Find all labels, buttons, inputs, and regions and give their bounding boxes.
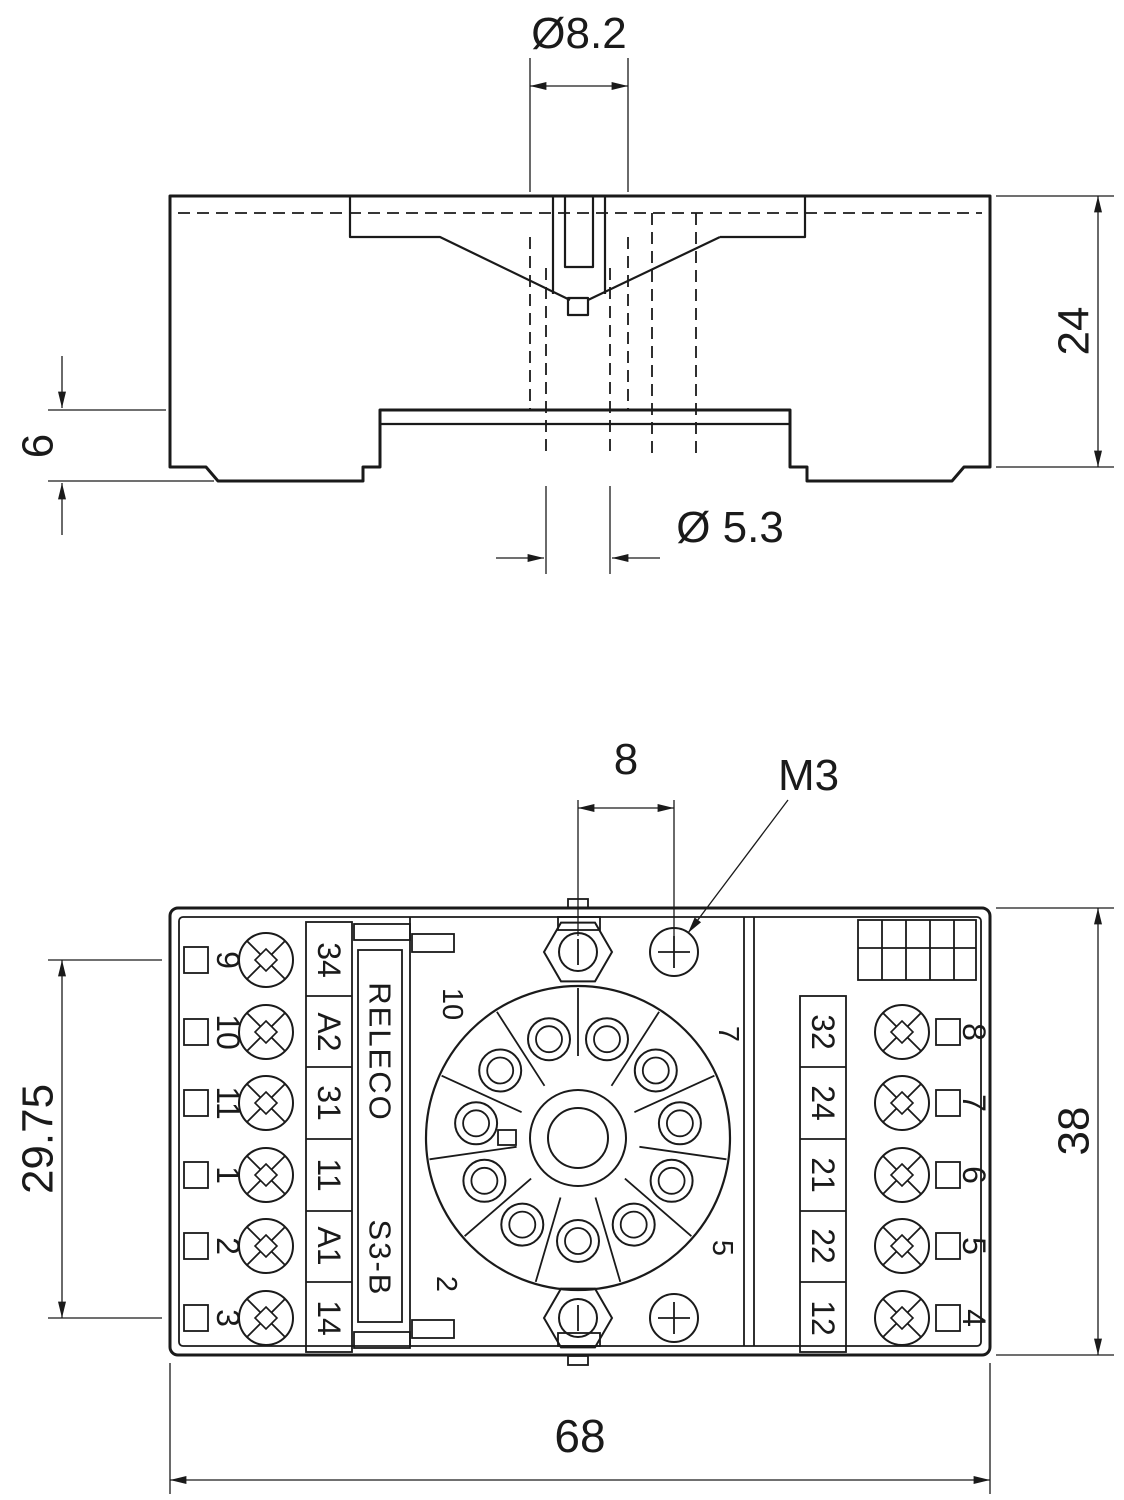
socket-position-marks: 10 2 7 5 — [430, 988, 744, 1292]
dim-top-hole: Ø8.2 — [529, 9, 629, 192]
terminal-label: 10 — [210, 1014, 246, 1050]
brand-label: RELECO — [363, 982, 398, 1121]
dim-top-hole-label: Ø8.2 — [531, 9, 626, 58]
terminal-opening — [183, 1232, 209, 1260]
terminal-label: 1 — [210, 1166, 246, 1184]
bottom-nub — [567, 1355, 589, 1366]
dim-body-height-label: 24 — [1050, 307, 1099, 356]
terminal-label: 9 — [210, 951, 246, 969]
screw-head — [874, 1147, 930, 1203]
terminal-opening — [183, 1089, 209, 1117]
contact-label: A2 — [311, 1012, 347, 1051]
side-view-hidden-lines — [178, 212, 982, 455]
contact-label: 34 — [311, 942, 347, 978]
right-terminal-block: 8 7 6 5 4 — [935, 1018, 992, 1332]
dim-body-depth: 38 — [996, 907, 1114, 1356]
contact-label: 21 — [805, 1157, 841, 1193]
left-contact-labels: 34 A2 31 11 A1 14 — [305, 921, 353, 1353]
dim-body-width: 68 — [169, 1363, 991, 1494]
socket-spokes — [429, 988, 727, 1283]
pin-hole — [585, 1017, 629, 1062]
screw-head — [874, 1290, 930, 1346]
pin-hole — [611, 1202, 656, 1247]
wire-comb — [857, 919, 977, 981]
pin-hole — [556, 1219, 600, 1263]
contact-label: 31 — [311, 1085, 347, 1121]
side-view: Ø8.2 24 6 Ø 5.3 — [14, 9, 1114, 574]
pin-hole — [527, 1017, 571, 1062]
terminal-label: 3 — [210, 1309, 246, 1327]
contact-label: 14 — [311, 1300, 347, 1336]
screw-head — [874, 1004, 930, 1060]
pin-hole — [657, 1101, 702, 1146]
dim-terminal-span-label: 29.75 — [14, 1084, 63, 1194]
contact-label: A1 — [311, 1226, 347, 1265]
pin-hole — [649, 1158, 694, 1203]
top-tab — [557, 916, 601, 931]
keyway-notch — [497, 1129, 517, 1146]
dim-bottom-hole-label: Ø 5.3 — [676, 503, 784, 552]
screw-head — [874, 1218, 930, 1274]
dim-body-height: 24 — [996, 195, 1114, 468]
screw-head — [238, 1290, 294, 1346]
socket-mark: 5 — [706, 1240, 738, 1256]
product-label: RELECO S3-B — [357, 949, 403, 1323]
terminal-label: 8 — [956, 1023, 992, 1041]
right-screws — [874, 1004, 930, 1346]
terminal-label: 2 — [210, 1237, 246, 1255]
socket-mark: 10 — [436, 988, 468, 1020]
dim-terminal-span: 29.75 — [14, 959, 162, 1319]
right-contact-labels: 32 24 21 22 12 — [799, 995, 847, 1353]
center-hub-outer — [529, 1089, 627, 1187]
terminal-opening — [183, 1161, 209, 1189]
socket-mark: 2 — [430, 1276, 462, 1292]
screw-head — [238, 1218, 294, 1274]
screw-head — [238, 1147, 294, 1203]
thread-callout: M3 — [687, 751, 839, 934]
pin-hole — [633, 1048, 678, 1093]
thread-callout-label: M3 — [778, 751, 839, 800]
contact-label: 12 — [805, 1300, 841, 1336]
dim-body-width-label: 68 — [554, 1410, 605, 1462]
terminal-label: 7 — [956, 1094, 992, 1112]
socket — [424, 921, 732, 1349]
left-screws — [238, 932, 294, 1346]
dim-body-depth-label: 38 — [1050, 1107, 1099, 1156]
dim-bottom-hole: Ø 5.3 — [496, 486, 784, 574]
pin-hole — [462, 1158, 507, 1203]
hex-screw-bottom — [543, 1287, 613, 1349]
socket-outer-circle — [424, 984, 732, 1292]
contact-label: 22 — [805, 1228, 841, 1264]
screw-head — [238, 932, 294, 988]
contact-label: 32 — [805, 1014, 841, 1050]
terminal-label: 4 — [956, 1309, 992, 1327]
contact-label: 24 — [805, 1085, 841, 1121]
screw-head — [238, 1004, 294, 1060]
dim-rail-depth: 6 — [14, 356, 214, 535]
socket-mark: 7 — [712, 1026, 744, 1042]
terminal-opening — [183, 1304, 209, 1332]
pin-hole — [454, 1101, 499, 1146]
dim-screw-offset-label: 8 — [614, 735, 638, 784]
dim-rail-depth-label: 6 — [14, 434, 63, 458]
center-hub-inner — [547, 1107, 609, 1169]
terminal-opening — [183, 1018, 209, 1046]
left-terminal-block: 9 10 11 1 2 3 — [183, 946, 246, 1332]
m3-screw-bottom — [649, 1293, 699, 1343]
terminal-label: 6 — [956, 1166, 992, 1184]
contact-label: 11 — [311, 1158, 347, 1191]
side-view-outline — [168, 194, 992, 483]
model-label: S3-B — [363, 1220, 398, 1297]
front-view: 9 10 11 1 2 3 34 A2 31 11 — [14, 735, 1114, 1494]
pin-hole — [478, 1048, 523, 1093]
bottom-tab — [557, 1332, 601, 1347]
screw-head — [874, 1075, 930, 1131]
screw-tip — [566, 296, 590, 317]
terminal-label: 5 — [956, 1237, 992, 1255]
dim-screw-offset: 8 — [577, 735, 675, 936]
screw-head — [238, 1075, 294, 1131]
pin-hole — [500, 1202, 545, 1247]
terminal-opening — [183, 946, 209, 974]
